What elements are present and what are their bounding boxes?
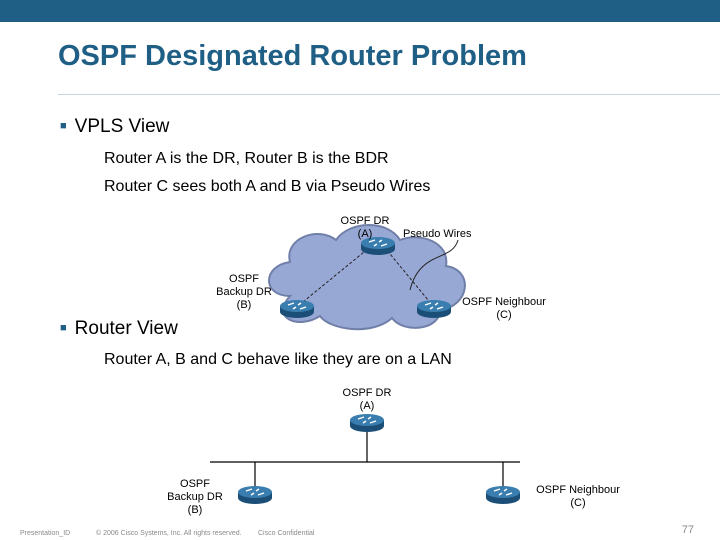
label-router-a: OSPF DR(A) [340, 215, 390, 240]
bullet-text: Router View [74, 318, 178, 339]
sub-bullet: Router A, B and C behave like they are o… [104, 351, 452, 368]
bullet-icon: ■ [60, 120, 67, 132]
router-b-icon [279, 299, 315, 319]
lan-router-b-icon [237, 485, 273, 505]
bullet-icon: ■ [60, 322, 67, 334]
vpls-cloud [268, 224, 466, 331]
lan-label-router-a: OSPF DR(A) [342, 387, 392, 412]
slide-title: OSPF Designated Router Problem [58, 40, 527, 72]
lan-label-router-c: OSPF Neighbour(C) [536, 484, 620, 509]
label-pseudo-wires: Pseudo Wires [403, 228, 472, 240]
footer-copyright: © 2006 Cisco Systems, Inc. All rights re… [96, 530, 242, 537]
lan-router-c-icon [485, 485, 521, 505]
pseudo-wires-callout [409, 239, 459, 291]
bullet-vpls-view: ■ VPLS View [60, 116, 169, 138]
bullet-router-view: ■ Router View [60, 318, 178, 340]
sub-bullet: Router A is the DR, Router B is the BDR [104, 150, 389, 167]
bullet-text: VPLS View [74, 116, 170, 137]
router-c-icon [416, 299, 452, 319]
sub-bullet: Router C sees both A and B via Pseudo Wi… [104, 178, 431, 195]
footer-presentation-id: Presentation_ID [20, 530, 71, 537]
lan-router-a-icon [349, 413, 385, 433]
page-number: 77 [681, 524, 694, 536]
pseudo-wire-a-b [297, 242, 376, 307]
title-divider [58, 94, 720, 95]
footer-confidential: Cisco Confidential [258, 530, 315, 537]
header-bar [0, 0, 720, 22]
label-router-c: OSPF Neighbour(C) [462, 296, 546, 321]
pseudo-wire-a-c [380, 242, 434, 307]
